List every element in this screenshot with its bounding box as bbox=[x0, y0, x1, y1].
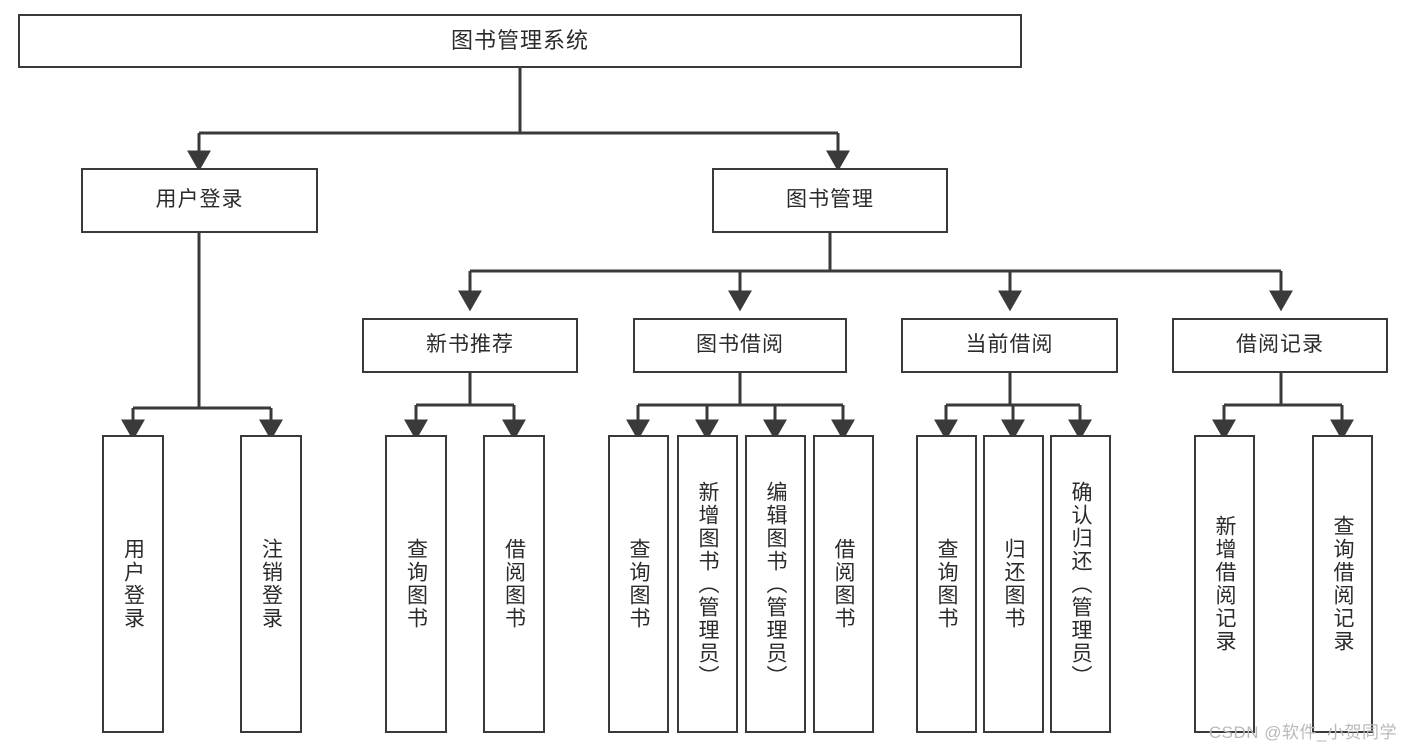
node-label: 图书管理系统 bbox=[450, 28, 589, 54]
node-borrow-record[interactable]: 借阅记录 bbox=[1172, 318, 1388, 373]
leaf-new-book-query[interactable]: 查询图书 bbox=[385, 435, 447, 733]
csdn-watermark: CSDN @软件_小贺同学 bbox=[1208, 723, 1397, 742]
leaf-book-borrow-edit[interactable]: 编辑图书（管理员） bbox=[745, 435, 806, 733]
node-label: 查询借阅记录 bbox=[1331, 515, 1354, 653]
node-label: 新书推荐 bbox=[426, 333, 514, 357]
leaf-borrow-record-add[interactable]: 新增借阅记录 bbox=[1194, 435, 1255, 733]
node-label: 借阅图书 bbox=[832, 538, 855, 630]
leaf-book-borrow-add[interactable]: 新增图书（管理员） bbox=[677, 435, 738, 733]
node-label: 用户登录 bbox=[121, 538, 145, 630]
node-label: 借阅图书 bbox=[502, 538, 526, 630]
leaf-current-borrow-confirm-return[interactable]: 确认归还（管理员） bbox=[1050, 435, 1111, 733]
node-current-borrow[interactable]: 当前借阅 bbox=[901, 318, 1118, 373]
node-book-management[interactable]: 图书管理 bbox=[712, 168, 948, 233]
node-label: 查询图书 bbox=[627, 538, 650, 630]
node-label: 编辑图书（管理员） bbox=[764, 480, 787, 688]
node-label: 确认归还（管理员） bbox=[1069, 480, 1092, 688]
node-root-system[interactable]: 图书管理系统 bbox=[18, 14, 1022, 68]
leaf-book-borrow-borrow[interactable]: 借阅图书 bbox=[813, 435, 874, 733]
node-label: 借阅记录 bbox=[1236, 333, 1324, 357]
node-label: 查询图书 bbox=[404, 538, 428, 630]
node-label: 新增图书（管理员） bbox=[696, 480, 719, 688]
node-user-login[interactable]: 用户登录 bbox=[81, 168, 318, 233]
leaf-borrow-record-query[interactable]: 查询借阅记录 bbox=[1312, 435, 1373, 733]
node-label: 新增借阅记录 bbox=[1213, 515, 1236, 653]
node-label: 当前借阅 bbox=[965, 333, 1054, 357]
leaf-current-borrow-return[interactable]: 归还图书 bbox=[983, 435, 1044, 733]
node-label: 图书借阅 bbox=[696, 333, 784, 357]
node-label: 归还图书 bbox=[1002, 538, 1025, 630]
leaf-new-book-borrow[interactable]: 借阅图书 bbox=[483, 435, 545, 733]
leaf-book-borrow-query[interactable]: 查询图书 bbox=[608, 435, 669, 733]
node-label: 用户登录 bbox=[155, 188, 244, 212]
leaf-current-borrow-query[interactable]: 查询图书 bbox=[916, 435, 977, 733]
node-label: 图书管理 bbox=[786, 188, 874, 212]
leaf-user-login-logout[interactable]: 注销登录 bbox=[240, 435, 302, 733]
leaf-user-login-login[interactable]: 用户登录 bbox=[102, 435, 164, 733]
node-book-borrow[interactable]: 图书借阅 bbox=[633, 318, 847, 373]
node-label: 查询图书 bbox=[935, 538, 958, 630]
node-new-book-recommend[interactable]: 新书推荐 bbox=[362, 318, 578, 373]
node-label: 注销登录 bbox=[259, 538, 283, 630]
